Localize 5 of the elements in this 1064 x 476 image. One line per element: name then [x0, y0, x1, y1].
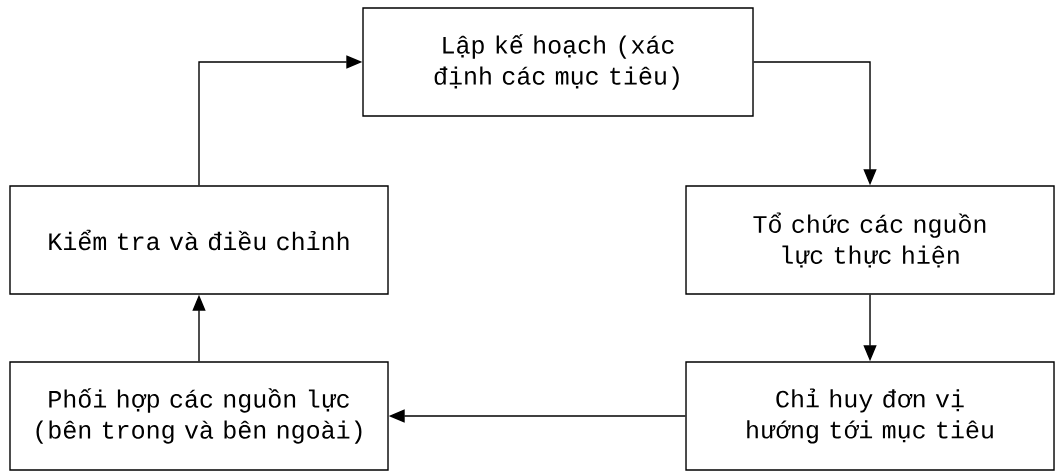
process-box: Chỉ huy đơn vị hướng tới mục tiêu	[685, 361, 1055, 471]
process-box: Kiểm tra và điều chỉnh	[9, 185, 389, 295]
process-box: Phối hợp các nguồn lực (bên trong và bên ngoài)	[9, 361, 389, 471]
process-box: Lập kế hoạch (xác định các mục tiêu)	[362, 7, 754, 117]
process-box: Tổ chức các nguồn lực thực hiện	[685, 185, 1055, 295]
